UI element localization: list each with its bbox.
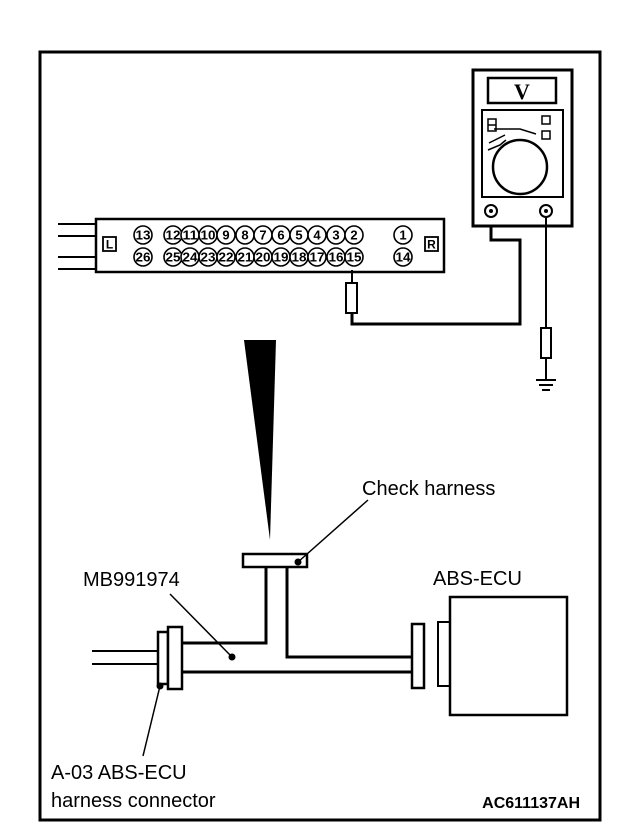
connector-right-mark (424, 236, 439, 252)
connector-leader (142, 685, 161, 757)
connector-pin-4: 4 (307, 225, 327, 245)
ecu-label: ABS-ECU (433, 568, 522, 590)
connector-pin-label: 6 (277, 228, 284, 243)
connector-pin-21: 21 (235, 247, 255, 267)
connector-pin-label: 23 (201, 250, 216, 265)
connector-label-line2: harness connector (51, 790, 216, 812)
connector-pin-label: 11 (183, 228, 198, 243)
connector-pin-12: 12 (163, 225, 183, 245)
connector-pin-1: 1 (393, 225, 413, 245)
connector-pin-label: 21 (238, 250, 253, 265)
connector-pin-label: 20 (256, 250, 271, 265)
connector-pin-15: 15 (344, 247, 364, 267)
voltmeter-display (486, 76, 558, 105)
special-tool-label: MB991974 (83, 569, 180, 591)
connector-pin-18: 18 (289, 247, 309, 267)
abs-ecu (437, 595, 569, 717)
connector-pin-label: 14 (396, 250, 412, 265)
connector-pin-11: 11 (180, 225, 200, 245)
connector-pin-10: 10 (198, 225, 218, 245)
connector-pin-label: 4 (313, 228, 321, 243)
connector-pin-label: 16 (329, 250, 344, 265)
connector-pin-label: 15 (347, 250, 362, 265)
connector-pin-label: 17 (310, 250, 325, 265)
connector-pin-label: 18 (292, 250, 307, 265)
connector-pin-label: 24 (183, 250, 199, 265)
connector-pin-17: 17 (307, 247, 327, 267)
connector-left-mark (102, 236, 117, 252)
voltmeter: V (471, 68, 574, 228)
connector-pin-20: 20 (253, 247, 273, 267)
connector-pin-22: 22 (216, 247, 236, 267)
special-tool-leader (169, 593, 233, 658)
connector-pin-5: 5 (289, 225, 309, 245)
connector-pin-label: 13 (136, 228, 151, 243)
special-tool-mb991974 (182, 567, 412, 674)
connector-pin-label: 5 (295, 228, 302, 243)
connector-pin-label: 12 (166, 228, 181, 243)
connector-pin-label: 9 (222, 228, 229, 243)
connector-pin-24: 24 (180, 247, 200, 267)
check-harness-leader (297, 499, 369, 563)
connector-pin-9: 9 (216, 225, 236, 245)
connector-pin-26: 26 (133, 247, 153, 267)
test-probe (345, 270, 358, 314)
connector-pin-7: 7 (253, 225, 273, 245)
connector-pin-label: 3 (332, 228, 339, 243)
connector-pin-label: 25 (166, 250, 181, 265)
connector-pin-label: 19 (274, 250, 289, 265)
probe-lead-wire (350, 216, 522, 326)
ecu-side-connector (410, 622, 426, 690)
connector-pin-label: 26 (136, 250, 151, 265)
connector-pin-3: 3 (326, 225, 346, 245)
connector-pin-6: 6 (271, 225, 291, 245)
voltmeter-display-text: V (514, 79, 530, 104)
connector-pin-label: 8 (241, 228, 248, 243)
connector-pin-8: 8 (235, 225, 255, 245)
check-harness (241, 552, 309, 569)
connector-pin-2: 2 (344, 225, 364, 245)
connector-left-mark-label: L (106, 238, 113, 252)
connector-pin-label: 10 (201, 228, 216, 243)
connector-right-mark-label: R (427, 238, 436, 252)
connector-pin-25: 25 (163, 247, 183, 267)
connector-pin-label: 7 (259, 228, 266, 243)
check-harness-label: Check harness (362, 478, 495, 500)
connector-pin-16: 16 (326, 247, 346, 267)
connector-pin-13: 13 (133, 225, 153, 245)
voltmeter-dial-icon (491, 138, 549, 196)
view-direction-pointer (244, 340, 276, 540)
connector-pin-14: 14 (393, 247, 413, 267)
harness-connector (156, 625, 184, 691)
connector-pin-19: 19 (271, 247, 291, 267)
connector-pin-label: 22 (219, 250, 234, 265)
connector-pin-23: 23 (198, 247, 218, 267)
connector-pin-label: 2 (350, 228, 357, 243)
figure-code: AC611137AH (482, 795, 580, 812)
diagram-frame (38, 50, 602, 822)
connector-pin-label: 1 (399, 228, 406, 243)
ground-lead (536, 217, 556, 391)
connector-label-line1: A-03 ABS-ECU (51, 762, 187, 784)
